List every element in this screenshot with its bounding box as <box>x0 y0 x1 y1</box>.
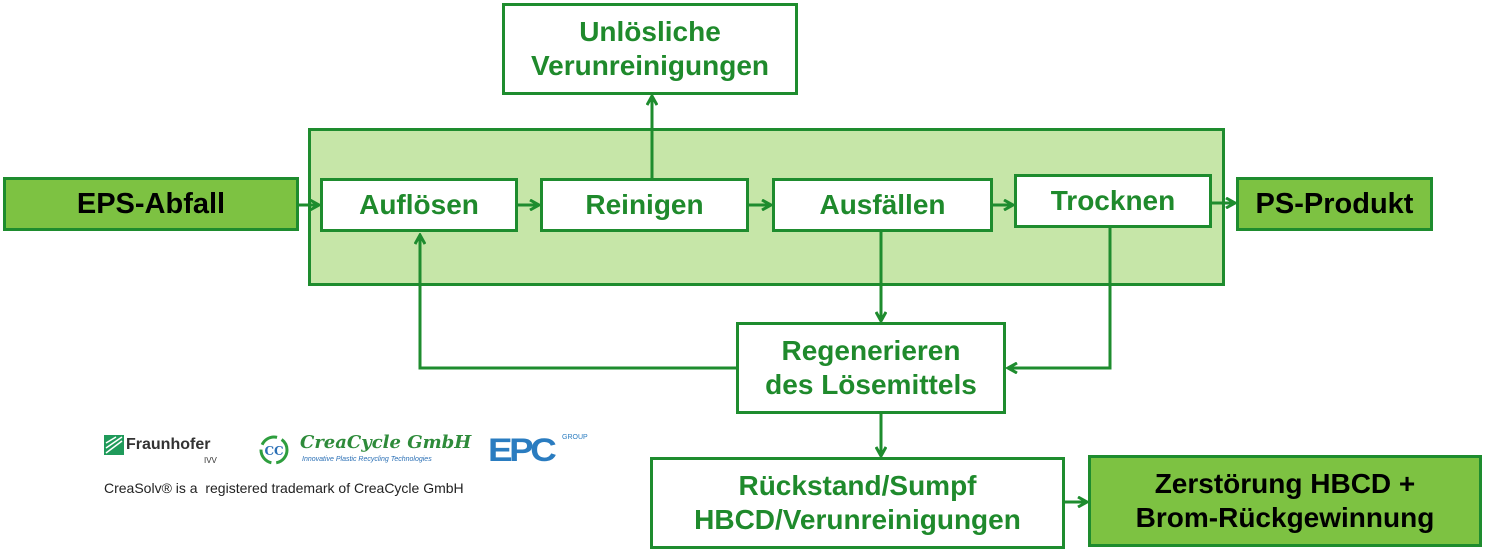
node-destruction-line2: Brom-Rückgewinnung <box>1135 502 1435 533</box>
svg-text:CC: CC <box>264 444 283 458</box>
trademark-note: CreaSolv® is a registered trademark of C… <box>104 480 464 496</box>
node-residue: Rückstand/Sumpf HBCD/Verunreinigungen <box>650 457 1065 549</box>
node-dissolve: Auflösen <box>320 178 518 232</box>
node-insoluble-impurities: Unlösliche Verunreinigungen <box>502 3 798 95</box>
node-eps-waste-label: EPS-Abfall <box>76 187 226 220</box>
node-clean-label: Reinigen <box>585 189 704 220</box>
node-eps-waste: EPS-Abfall <box>3 177 299 231</box>
node-precipitate-label: Ausfällen <box>819 189 946 220</box>
epc-logo: EPC GROUP <box>488 432 588 468</box>
node-ps-product-label: PS-Produkt <box>1255 187 1414 220</box>
node-destruction-line1: Zerstörung HBCD + <box>1154 468 1416 500</box>
creacycle-name: CreaCycle GmbH <box>300 432 472 453</box>
creacycle-tagline: Innovative Plastic Recycling Technologie… <box>302 456 432 463</box>
epc-group: GROUP <box>562 434 588 441</box>
node-regenerate-solvent: Regenerieren des Lösemittels <box>736 322 1006 414</box>
creacycle-logo: CC CreaCycle GmbH Innovative Plastic Rec… <box>256 430 476 470</box>
node-ps-product: PS-Produkt <box>1236 177 1433 231</box>
node-dry-label: Trocknen <box>1050 185 1176 216</box>
fraunhofer-sub: IVV <box>204 456 217 465</box>
node-precipitate: Ausfällen <box>772 178 993 232</box>
arrow-regenerate-to-dissolve <box>420 236 736 370</box>
node-dry: Trocknen <box>1014 174 1212 228</box>
node-residue-line1: Rückstand/Sumpf <box>738 470 977 502</box>
node-insoluble-line2: Verunreinigungen <box>530 50 770 81</box>
creacycle-cycle-icon: CC <box>259 435 289 465</box>
epc-name: EPC <box>488 432 557 468</box>
node-clean: Reinigen <box>540 178 749 232</box>
fraunhofer-mark-icon <box>104 435 124 455</box>
arrow-dry-to-regenerate <box>1009 228 1112 368</box>
node-dissolve-label: Auflösen <box>359 189 479 220</box>
node-regenerate-line2: des Lösemittels <box>765 369 977 400</box>
node-residue-line2: HBCD/Verunreinigungen <box>694 504 1021 535</box>
node-regenerate-line1: Regenerieren <box>781 335 961 367</box>
node-hbcd-destruction: Zerstörung HBCD + Brom-Rückgewinnung <box>1088 455 1482 547</box>
node-insoluble-line1: Unlösliche <box>579 16 721 48</box>
fraunhofer-name: Fraunhofer <box>126 436 211 453</box>
fraunhofer-logo: Fraunhofer IVV <box>104 432 224 466</box>
